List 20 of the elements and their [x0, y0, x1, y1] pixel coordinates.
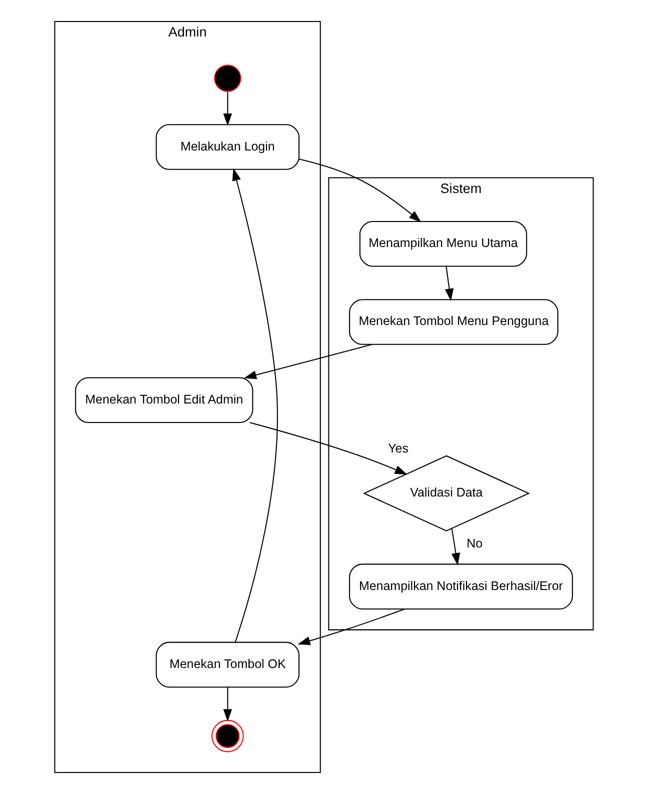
node-circle [211, 719, 244, 752]
arrow [232, 168, 278, 642]
arrow [222, 91, 232, 126]
node-box: Menekan Tombol Edit Admin [74, 376, 253, 423]
arrow [298, 158, 421, 222]
arrow [222, 686, 232, 722]
arrow [297, 608, 404, 645]
arrow [444, 266, 454, 301]
node-box: Menampilkan Menu Utama [358, 220, 527, 266]
arrow [249, 422, 407, 474]
edge-label: Yes [388, 440, 408, 455]
node-box: Melakukan Login [155, 124, 300, 170]
edge-label: No [466, 536, 482, 550]
node-box: Menekan Tombol Menu Pengguna [348, 298, 558, 344]
node-circle [214, 64, 241, 92]
node-diamond: Validasi Data [362, 454, 530, 531]
arrow [450, 528, 460, 566]
node-box: Menampilkan Notifikasi Berhasil/Eror [348, 563, 572, 609]
node-box: Menekan Tombol OK [155, 641, 300, 688]
arrow [243, 343, 372, 379]
